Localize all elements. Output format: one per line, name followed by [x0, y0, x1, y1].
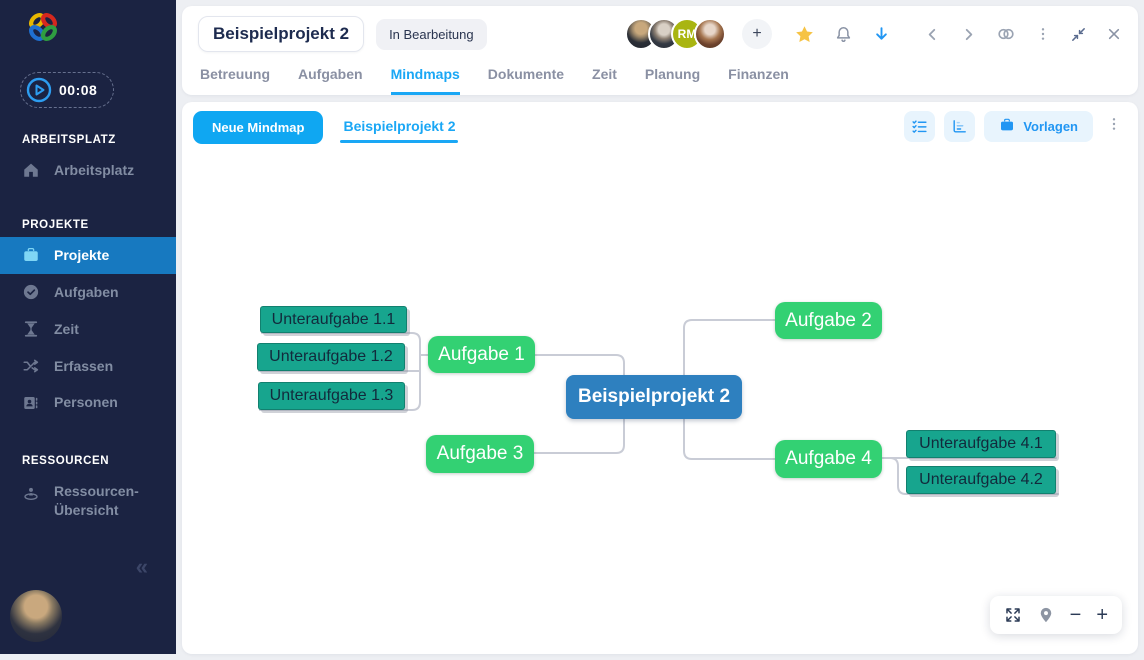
mindmap-node-unteraufgabe-1-3[interactable]: Unteraufgabe 1.3 [258, 382, 405, 410]
mindmap-node-aufgabe-3[interactable]: Aufgabe 3 [426, 435, 534, 473]
tab-mindmaps[interactable]: Mindmaps [390, 66, 460, 95]
sidebar-item-label: Aufgaben [54, 283, 119, 300]
center-map-pin-icon[interactable] [1037, 606, 1055, 624]
time-tracker[interactable]: 00:08 [20, 72, 114, 108]
sidebar-item-zeit[interactable]: Zeit [0, 311, 176, 348]
sidebar-item-arbeitsplatz[interactable]: Arbeitsplatz [0, 152, 176, 189]
mindmap-tab-underline [340, 140, 459, 143]
sidebar-item-label: Projekte [54, 246, 110, 263]
header-actions [794, 24, 1122, 45]
team-avatars: RM [625, 18, 726, 50]
tab-planung[interactable]: Planung [644, 66, 701, 82]
project-title[interactable]: Beispielprojekt 2 [198, 16, 365, 52]
butterfly-logo-icon [29, 13, 57, 41]
timer-value: 00:08 [59, 82, 98, 98]
hourglass-icon [22, 320, 40, 338]
zoom-in-button[interactable]: + [1096, 604, 1108, 626]
home-icon [22, 161, 40, 179]
add-member-button[interactable]: + [742, 19, 772, 49]
mindmap-node-unteraufgabe-1-2[interactable]: Unteraufgabe 1.2 [257, 343, 405, 371]
tab-aufgaben[interactable]: Aufgaben [298, 66, 363, 82]
id-card-icon [22, 394, 40, 412]
mindmap-node-unteraufgabe-1-1[interactable]: Unteraufgabe 1.1 [260, 306, 407, 333]
mindmap-node-unteraufgabe-4-2[interactable]: Unteraufgabe 4.2 [906, 466, 1056, 494]
chevron-right-icon[interactable] [960, 26, 977, 43]
close-icon[interactable] [1106, 26, 1122, 42]
mindmap-tab-beispielprojekt-2[interactable]: Beispielprojekt 2 [333, 111, 465, 143]
minimize-icon[interactable] [1070, 26, 1087, 43]
sidebar-item-projekte[interactable]: Projekte [0, 236, 176, 274]
sidebar-item-label: Zeit [54, 320, 79, 337]
main-area: Beispielprojekt 2 In Bearbeitung RM + [176, 0, 1144, 660]
mindmap-toolbar: Neue Mindmap Beispielprojekt 2 [182, 102, 1138, 144]
project-tabs: Betreuung Aufgaben Mindmaps Dokumente Ze… [198, 66, 1122, 95]
sidebar-item-personen[interactable]: Personen [0, 384, 176, 421]
sidebar-item-ressourcen-uebersicht[interactable]: Ressourcen-Übersicht [0, 473, 176, 529]
link-icon[interactable] [996, 24, 1016, 44]
check-circle-icon [22, 283, 40, 301]
more-options-icon[interactable] [1035, 26, 1051, 42]
tab-dokumente[interactable]: Dokumente [487, 66, 565, 82]
sidebar-item-aufgaben[interactable]: Aufgaben [0, 274, 176, 311]
notifications-bell-icon[interactable] [834, 25, 853, 44]
mindmap-panel: Neue Mindmap Beispielprojekt 2 [182, 102, 1138, 654]
mindmap-tab-label: Beispielprojekt 2 [343, 118, 456, 134]
new-mindmap-button[interactable]: Neue Mindmap [193, 111, 324, 144]
chevron-left-icon[interactable] [924, 26, 941, 43]
fit-screen-icon[interactable] [1004, 606, 1022, 624]
route-icon [22, 357, 40, 375]
project-header: Beispielprojekt 2 In Bearbeitung RM + [182, 6, 1138, 95]
current-user-avatar[interactable] [10, 590, 62, 642]
sidebar-item-label: Arbeitsplatz [54, 162, 135, 178]
sidebar-section-ressourcen: RESSOURCEN [22, 455, 110, 468]
sidebar: 00:08 ARBEITSPLATZ Arbeitsplatz PROJEKTE… [0, 0, 176, 654]
mindmap-node-aufgabe-1[interactable]: Aufgabe 1 [428, 336, 535, 373]
mindmap-more-options-icon[interactable] [1102, 116, 1126, 137]
favorite-star-icon[interactable] [794, 24, 815, 45]
sidebar-collapse-icon[interactable]: « [135, 554, 148, 579]
status-badge[interactable]: In Bearbeitung [376, 18, 487, 50]
mindmap-node-aufgabe-2[interactable]: Aufgabe 2 [775, 302, 882, 339]
download-icon[interactable] [872, 25, 891, 44]
task-list-view-button[interactable] [904, 111, 936, 142]
briefcase-icon [999, 117, 1015, 136]
tab-finanzen[interactable]: Finanzen [728, 66, 789, 82]
sidebar-item-label: Erfassen [54, 357, 114, 374]
mindmap-node-root[interactable]: Beispielprojekt 2 [566, 375, 742, 419]
zoom-out-button[interactable]: − [1069, 604, 1082, 626]
hierarchy-view-button[interactable] [944, 111, 976, 142]
sidebar-item-erfassen[interactable]: Erfassen [0, 348, 176, 385]
sidebar-section-projekte: PROJEKTE [22, 218, 89, 231]
mindmap-node-aufgabe-4[interactable]: Aufgabe 4 [775, 440, 882, 478]
sidebar-section-arbeitsplatz: ARBEITSPLATZ [22, 134, 116, 146]
play-icon[interactable] [26, 77, 52, 103]
briefcase-icon [22, 246, 40, 264]
canvas-controls: − + [989, 596, 1122, 634]
vorlagen-label: Vorlagen [1023, 119, 1078, 134]
sidebar-item-label: Personen [54, 394, 118, 411]
tab-zeit[interactable]: Zeit [592, 66, 617, 82]
person-ring-icon [22, 485, 40, 503]
team-avatar[interactable] [694, 18, 726, 50]
tab-betreuung[interactable]: Betreuung [200, 66, 270, 82]
vorlagen-button[interactable]: Vorlagen [984, 111, 1093, 142]
app-logo[interactable] [24, 8, 62, 46]
mindmap-node-unteraufgabe-4-1[interactable]: Unteraufgabe 4.1 [906, 430, 1056, 458]
sidebar-item-label: Ressourcen-Übersicht [54, 483, 139, 519]
